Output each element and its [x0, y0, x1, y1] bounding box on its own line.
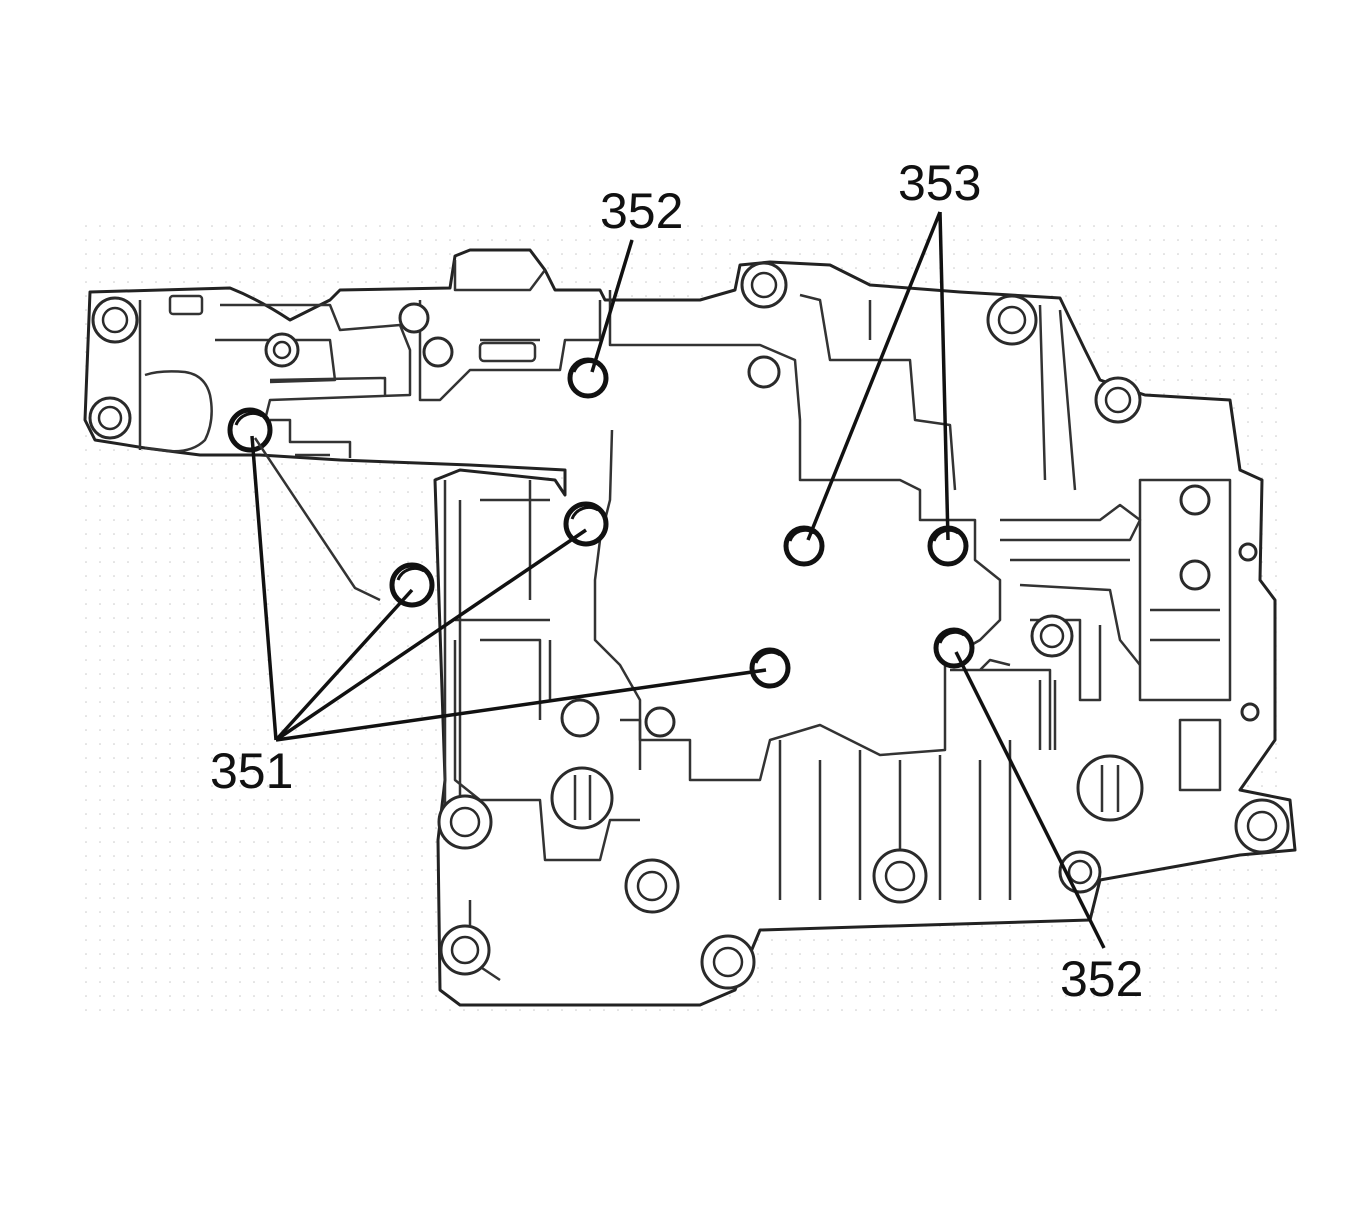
callout-351: 351 [210, 743, 293, 799]
callout-352-bottom: 352 [1060, 951, 1143, 1007]
right-side-channels [1000, 503, 1142, 702]
screw-plugs [550, 754, 1144, 830]
screw-plug [550, 766, 614, 830]
lower-center-channels [453, 638, 1012, 900]
bolt-holes [88, 261, 1290, 990]
upper-slot [478, 341, 537, 363]
callout-labels: 352 353 351 352 [210, 155, 1143, 1007]
bolt-hole [1094, 376, 1142, 424]
bolt-hole [398, 302, 430, 334]
bolt-hole [624, 858, 680, 914]
leader-352-bottom [954, 651, 1106, 949]
bolt-hole [91, 296, 139, 344]
leader-351-c [275, 528, 587, 742]
leader-351-shadow [253, 437, 381, 602]
bolt-hole [747, 355, 781, 389]
left-small-slot [168, 294, 204, 316]
leader-352-top [590, 239, 634, 373]
check-ball-351-center [749, 647, 791, 689]
bolt-hole [1179, 559, 1211, 591]
screw-plug [1076, 754, 1144, 822]
bolt-hole [1179, 484, 1211, 516]
bolt-hole [88, 396, 132, 440]
bolt-hole [1030, 614, 1074, 658]
check-ball-351-mid [389, 562, 435, 608]
callout-352-top: 352 [600, 183, 683, 239]
check-ball-351-upper [563, 501, 609, 547]
left-plate-edge [138, 300, 213, 453]
leader-351-b [274, 588, 414, 742]
check-ball-351-left [227, 407, 273, 453]
bolt-hole [422, 336, 454, 368]
check-balls [227, 357, 975, 689]
check-ball-352-bottom [933, 627, 975, 669]
leader-353-left [806, 211, 942, 541]
bolt-hole [644, 706, 676, 738]
bolt-hole [986, 294, 1038, 346]
bolt-hole [264, 332, 300, 368]
right-upper-bore [799, 293, 1077, 491]
bolt-hole [1234, 798, 1290, 854]
bolt-hole [1240, 702, 1260, 722]
bolt-hole [437, 794, 493, 850]
check-ball-352-top [567, 357, 609, 399]
bolt-hole [700, 934, 756, 990]
callout-353: 353 [898, 155, 981, 211]
bolt-hole [1238, 542, 1258, 562]
upper-right-channel [593, 290, 1002, 782]
bolt-hole [872, 848, 928, 904]
right-bores [1138, 478, 1232, 792]
lower-right-web [950, 658, 1057, 750]
bolt-hole [740, 261, 788, 309]
check-ball-353-left [783, 525, 825, 567]
valve-body [83, 248, 1297, 1007]
leader-353-right [938, 211, 950, 541]
bolt-hole [439, 924, 491, 976]
leader-lines [250, 211, 1106, 949]
upper-center-channel [418, 260, 602, 402]
bolt-hole [560, 698, 600, 738]
lower-left-channels [443, 480, 550, 982]
left-lower-tab [270, 418, 352, 458]
check-ball-353-right [927, 525, 969, 567]
leader-351-a [250, 435, 278, 741]
leader-351-d [275, 668, 767, 742]
